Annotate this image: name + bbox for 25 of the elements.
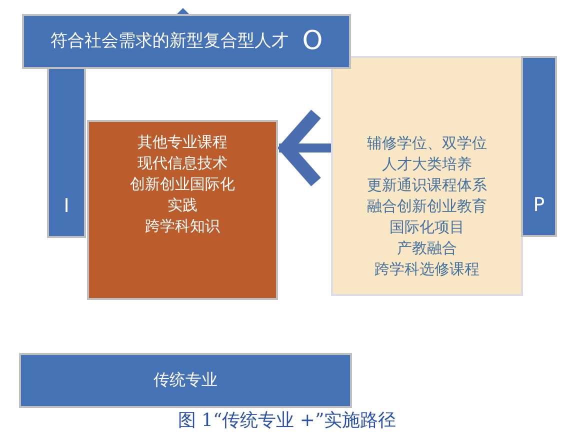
list-item: 跨学科知识	[145, 216, 220, 237]
list-item: 跨学科选修课程	[374, 258, 480, 280]
letter-label: O	[302, 25, 323, 58]
list-item: 现代信息技术	[138, 153, 228, 174]
list-item: 人才大类培养	[382, 154, 472, 174]
list-item: 产教融合	[397, 238, 457, 258]
side-bar	[521, 56, 557, 237]
list-item: 其他专业课程	[138, 132, 228, 153]
content-box	[331, 56, 523, 296]
list-item: 实践	[168, 195, 198, 216]
heading-box	[22, 14, 351, 69]
figure-caption: 图 1“传统专业 +”实施路径	[176, 409, 398, 432]
letter-label: I	[64, 194, 70, 220]
heading-text: 符合社会需求的新型复合型人才	[50, 30, 288, 53]
chevron-arrow	[279, 108, 331, 188]
content-box	[87, 120, 278, 300]
list-item: 辅修学位、双学位	[367, 132, 487, 154]
list-item: 更新通识课程体系	[367, 174, 487, 196]
list-item: 融合创新创业教育	[367, 196, 487, 216]
letter-label: P	[533, 193, 545, 218]
list-item: 创新创业国际化	[130, 174, 235, 195]
list-item: 国际化项目	[390, 216, 464, 238]
box-label: 传统专业	[154, 369, 218, 392]
side-bar	[47, 67, 86, 238]
base-box	[19, 353, 352, 408]
